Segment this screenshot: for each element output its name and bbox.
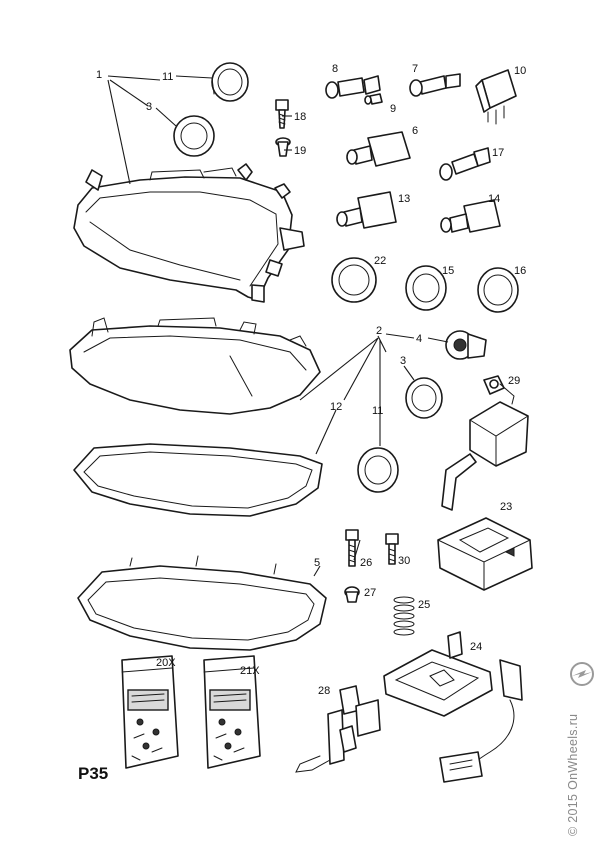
callout-7: 7 [412, 63, 418, 75]
bulb-holder-14[interactable] [440, 199, 501, 233]
bulb-7[interactable] [409, 73, 461, 97]
callout-3b: 3 [400, 355, 406, 367]
watermark: © 2015 OnWheels.ru [566, 713, 580, 836]
screw-30[interactable] [385, 533, 399, 565]
callout-labels: 1 11 3 18 19 8 9 7 10 6 17 13 14 22 15 1… [96, 63, 526, 697]
sensor-bracket-24[interactable] [383, 631, 523, 783]
bulb-9[interactable] [364, 93, 383, 105]
callout-5: 5 [314, 557, 320, 569]
lens-gasket[interactable] [73, 443, 323, 517]
callout-2: 2 [376, 325, 382, 337]
leveling-motor-29[interactable] [441, 375, 529, 511]
relay-10[interactable] [475, 69, 517, 125]
callout-17: 17 [492, 147, 504, 159]
bulb-socket-4[interactable] [445, 330, 487, 360]
cap-11-top[interactable] [211, 62, 249, 102]
screw-18[interactable] [275, 99, 289, 129]
cap-22[interactable] [331, 257, 377, 303]
callout-13: 13 [398, 193, 410, 205]
callout-14: 14 [488, 193, 500, 205]
callout-11b: 11 [372, 405, 383, 417]
callout-21x: 21X [240, 665, 260, 677]
headlamp-assembly[interactable] [73, 163, 305, 303]
callout-20x: 20X [156, 657, 176, 669]
headlamp-lens[interactable] [77, 555, 327, 651]
callout-12: 12 [330, 401, 342, 413]
kit-bag-21x[interactable] [203, 655, 261, 769]
screw-19[interactable] [275, 137, 291, 157]
callout-28: 28 [318, 685, 330, 697]
kit-bag-20x[interactable] [121, 655, 179, 769]
callout-30: 30 [398, 555, 410, 567]
cap-15[interactable] [405, 265, 447, 311]
callout-3: 3 [146, 101, 152, 113]
cap-3-top[interactable] [173, 115, 215, 157]
bulb-8[interactable] [325, 75, 381, 99]
page-code: P35 [78, 764, 109, 783]
callout-22: 22 [374, 255, 386, 267]
callout-18: 18 [294, 111, 306, 123]
callout-29: 29 [508, 375, 520, 387]
headlamp-housing[interactable] [69, 317, 321, 415]
callout-4: 4 [416, 333, 422, 345]
callout-23: 23 [500, 501, 512, 513]
callout-6: 6 [412, 125, 418, 137]
leader-lines [107, 75, 449, 577]
opel-logo [570, 662, 594, 686]
callout-11: 11 [162, 71, 173, 83]
callout-8: 8 [332, 63, 338, 75]
screw-26[interactable] [345, 529, 359, 567]
callout-1: 1 [96, 69, 102, 81]
callout-24: 24 [470, 641, 482, 653]
callout-10: 10 [514, 65, 526, 77]
cap-11-lower[interactable] [357, 447, 399, 493]
callout-9: 9 [390, 103, 396, 115]
bulb-holder-13[interactable] [336, 191, 397, 229]
bracket-28[interactable] [295, 685, 381, 773]
callout-27: 27 [364, 587, 376, 599]
ballast-23[interactable] [437, 517, 533, 591]
callout-25: 25 [418, 599, 430, 611]
bulb-17[interactable] [439, 147, 491, 181]
cap-16[interactable] [477, 267, 519, 313]
callout-19: 19 [294, 145, 306, 157]
callout-26: 26 [360, 557, 372, 569]
clip-27[interactable] [344, 586, 360, 603]
callout-16: 16 [514, 265, 526, 277]
spring-25[interactable] [393, 596, 415, 636]
cap-3-lower[interactable] [405, 377, 443, 419]
bulb-holder-6[interactable] [346, 131, 411, 167]
callout-15: 15 [442, 265, 454, 277]
